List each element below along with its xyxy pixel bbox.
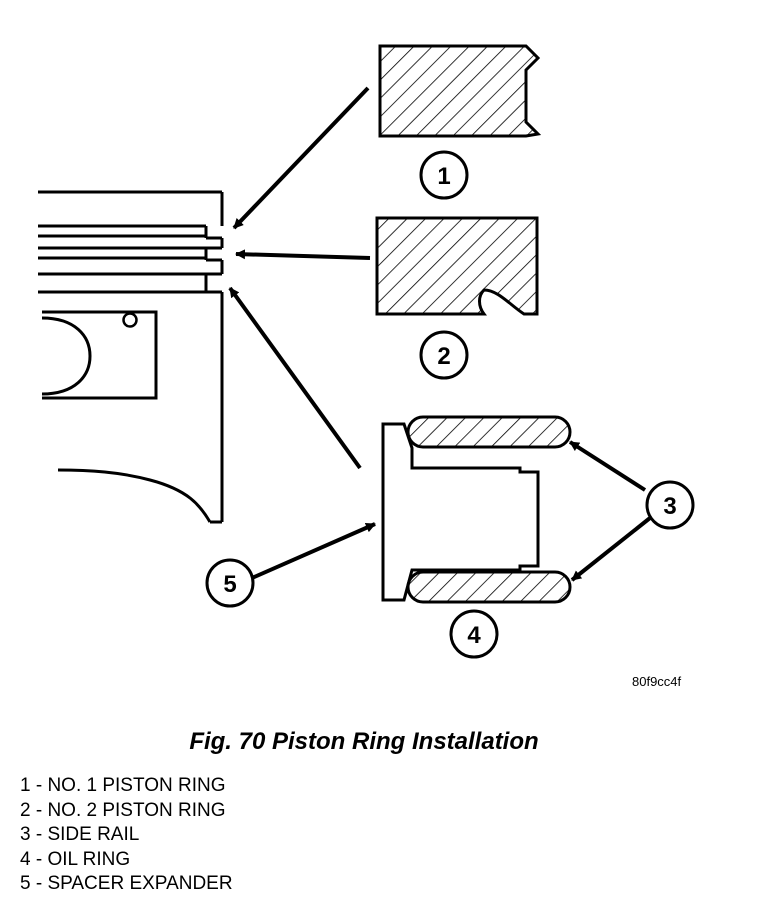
callout-3: 3 (645, 480, 695, 530)
figure-caption: Fig. 70 Piston Ring Installation (189, 728, 539, 755)
legend-item: 3 - SIDE RAIL (20, 824, 140, 846)
upper-side-rail (406, 415, 572, 449)
oil-ring-assembly (381, 415, 572, 604)
svg-text:2: 2 (437, 343, 450, 370)
svg-text:3: 3 (663, 493, 676, 520)
svg-text:5: 5 (223, 571, 236, 598)
legend: 1 - NO. 1 PISTON RING 2 - NO. 2 PISTON R… (20, 774, 233, 897)
callout-2: 2 (419, 330, 469, 380)
figure-reference-code: 80f9cc4f (632, 674, 682, 689)
piston (38, 190, 224, 524)
svg-text:1: 1 (437, 163, 450, 190)
callout-1: 1 (419, 150, 469, 200)
lower-side-rail (406, 570, 572, 604)
arrow-ring-2 (235, 249, 371, 260)
callout-5: 5 (205, 558, 255, 608)
leader-arrows (228, 86, 652, 582)
piston-ring-diagram: 1 2 3 4 5 (38, 44, 695, 659)
callout-4: 4 (449, 609, 499, 659)
legend-item: 4 - OIL RING (20, 848, 131, 870)
ring-2-cross-section (375, 216, 539, 316)
arrow-side-rail-lower (570, 516, 652, 582)
arrow-side-rail-upper (568, 440, 647, 492)
ring-1-cross-section (378, 44, 542, 138)
legend-item: 5 - SPACER EXPANDER (20, 873, 233, 895)
arrow-ring-1 (232, 86, 370, 230)
svg-text:4: 4 (467, 622, 481, 649)
legend-item: 2 - NO. 2 PISTON RING (20, 799, 226, 821)
oil-hole (122, 312, 138, 328)
arrow-spacer-expander (251, 522, 376, 580)
arrow-oil-ring (228, 286, 362, 470)
legend-item: 1 - NO. 1 PISTON RING (20, 775, 226, 796)
